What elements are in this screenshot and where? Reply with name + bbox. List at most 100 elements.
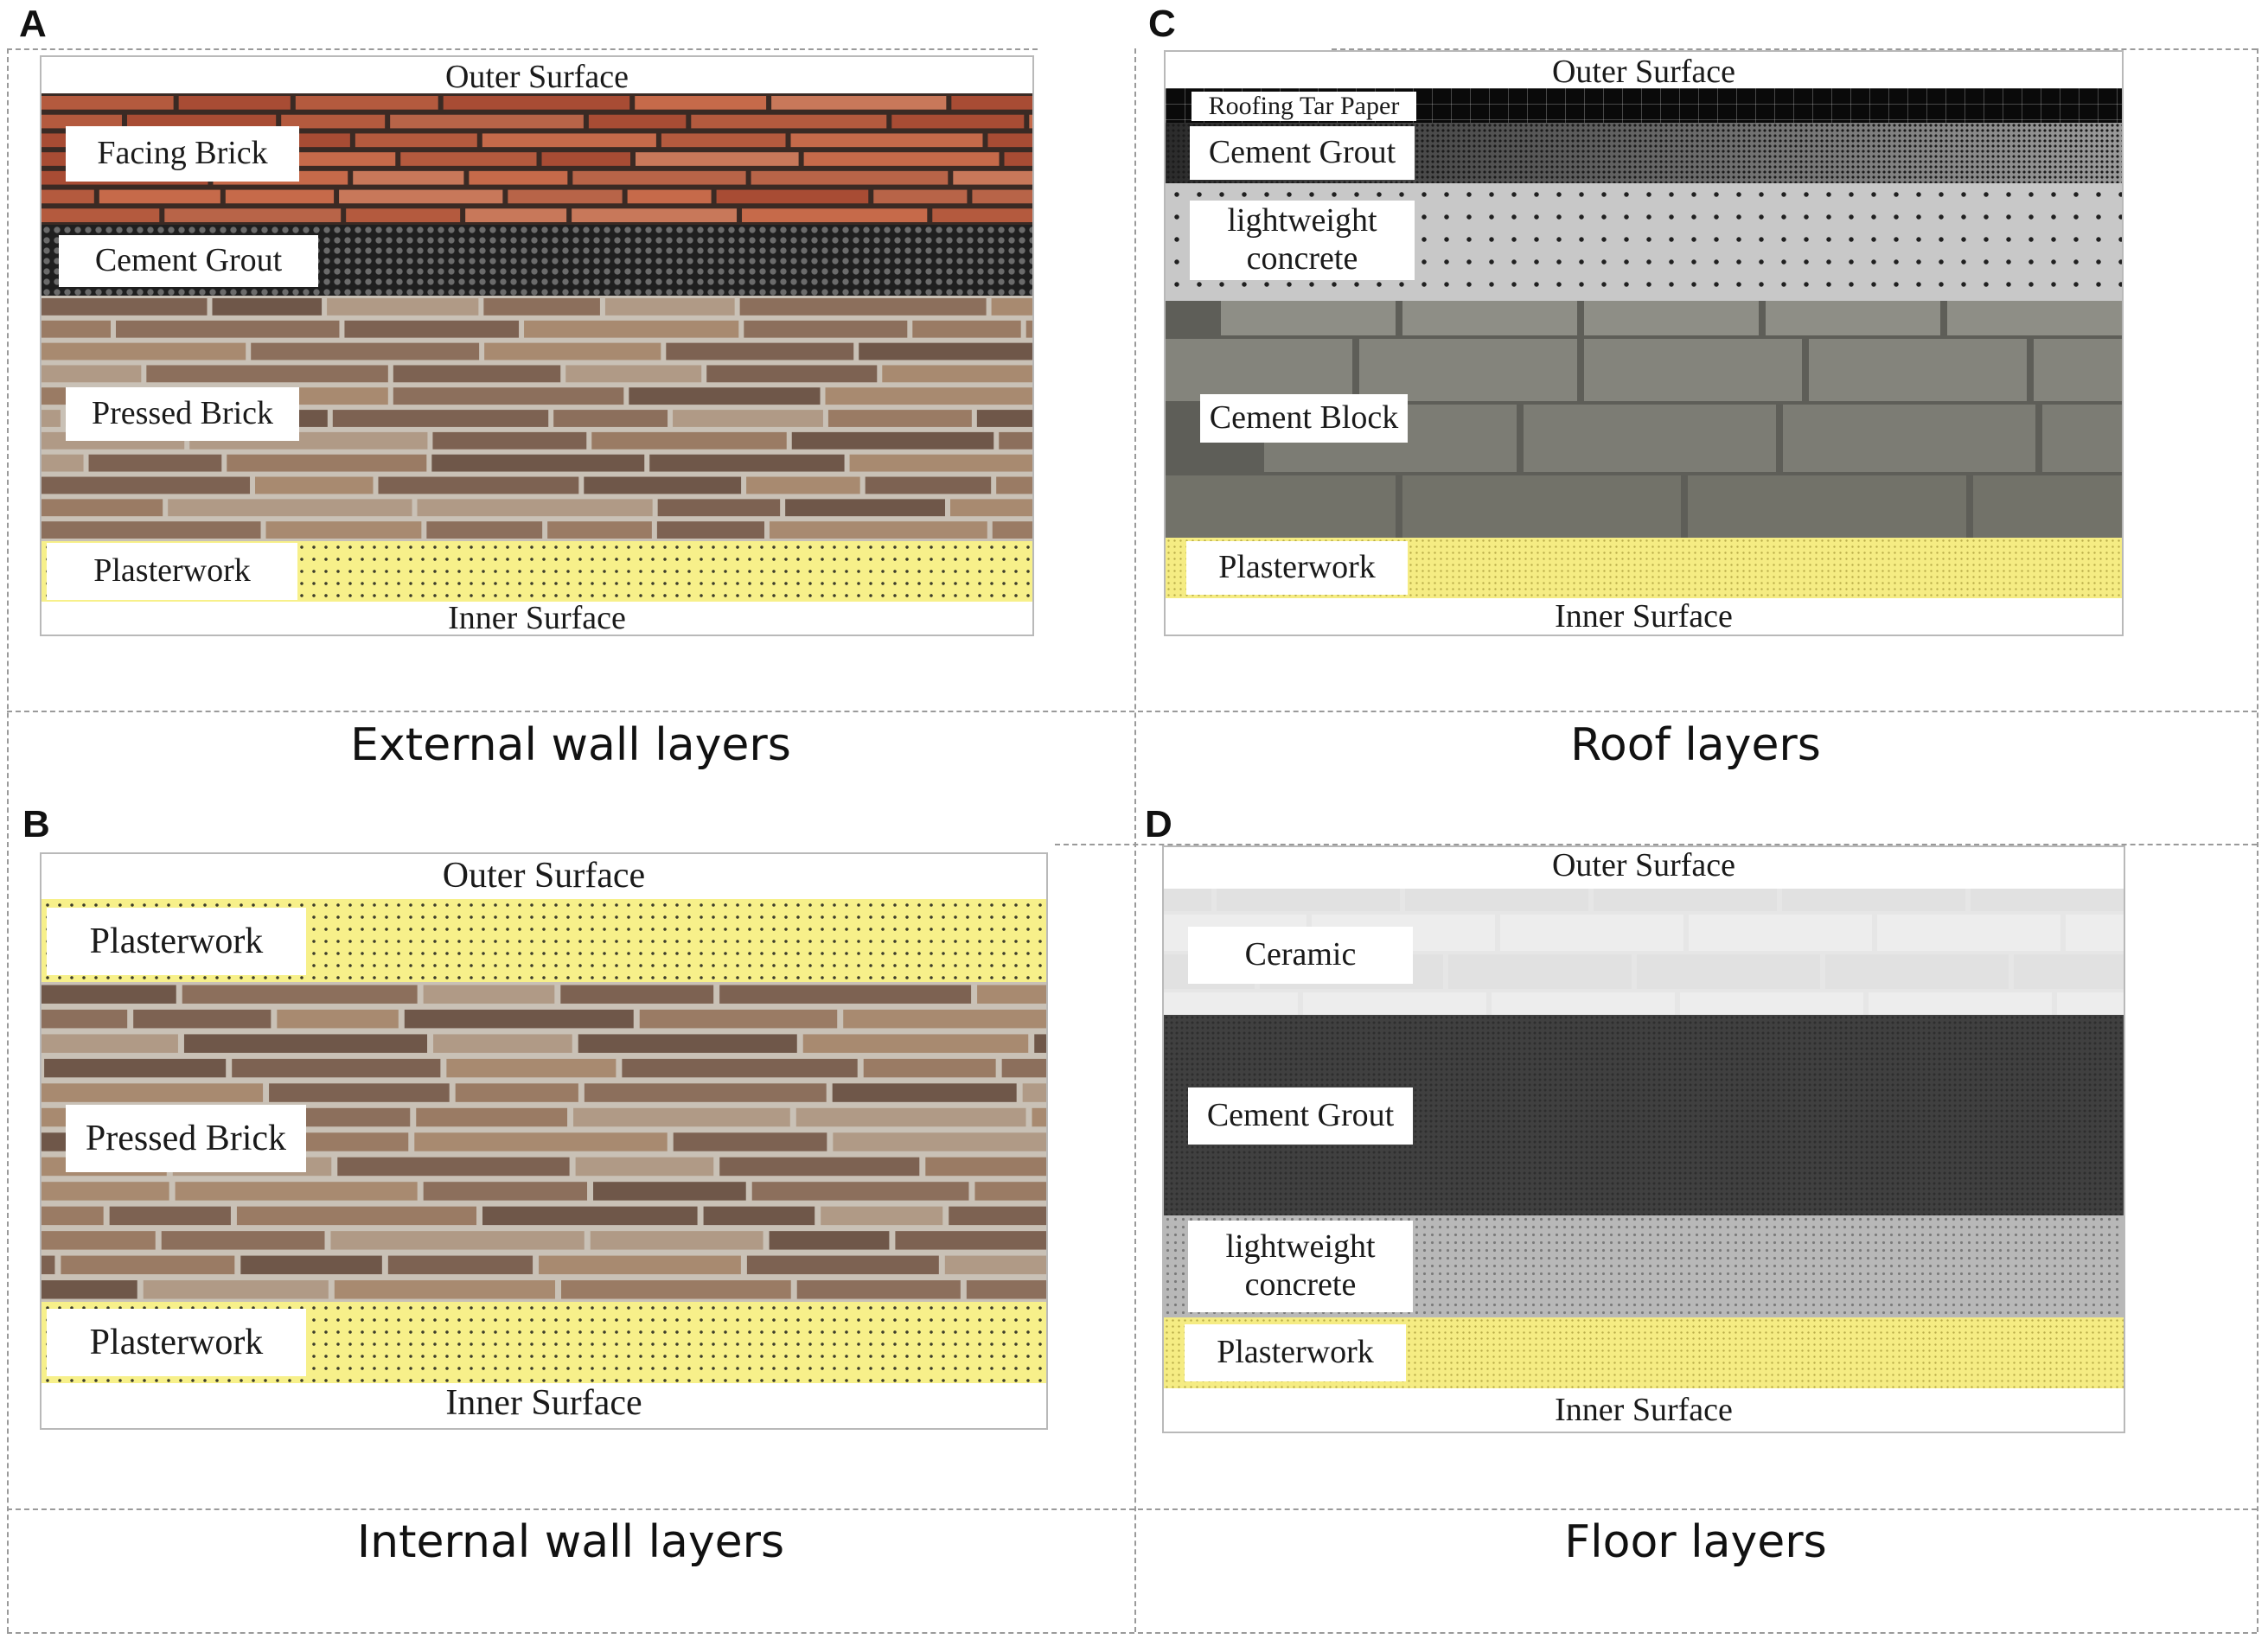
brick — [825, 387, 1032, 405]
brick — [143, 1280, 329, 1299]
grid-line-top — [7, 48, 1038, 50]
brick — [42, 985, 176, 1004]
brick — [330, 1231, 585, 1250]
brick — [661, 133, 786, 148]
brick — [146, 365, 388, 383]
brick — [42, 1009, 128, 1029]
brick — [591, 431, 787, 450]
grid-line-center — [1134, 48, 1136, 1632]
brick — [863, 1058, 996, 1078]
brick — [657, 499, 781, 517]
brick — [334, 1280, 556, 1299]
ceramic-tile — [1217, 889, 1400, 911]
brick — [164, 208, 342, 222]
brick — [443, 96, 630, 110]
brick — [604, 298, 735, 316]
cement-block-paver — [1584, 339, 1802, 401]
brick — [42, 1034, 178, 1053]
brick — [859, 342, 1032, 360]
brick — [88, 454, 222, 472]
brick — [584, 476, 742, 494]
brick — [42, 1255, 55, 1275]
brick — [414, 1132, 668, 1151]
brick — [168, 499, 412, 517]
grid-line-upper-caption — [7, 711, 2257, 712]
brick — [296, 152, 396, 166]
brick — [950, 499, 1032, 517]
panel-letter-d: D — [1145, 803, 1172, 845]
brick — [393, 387, 624, 405]
ceramic-tile — [1971, 889, 2124, 911]
pressed-brick-layer — [42, 296, 1032, 541]
brick — [706, 365, 878, 383]
inner-surface-label: Inner Surface — [445, 1383, 642, 1423]
brick — [912, 320, 1021, 338]
brick — [739, 298, 987, 316]
brick — [483, 298, 600, 316]
brick — [404, 1009, 634, 1029]
brick — [635, 152, 799, 166]
brick — [42, 342, 246, 360]
brick — [996, 476, 1032, 494]
brick — [771, 96, 947, 110]
brick — [42, 1206, 104, 1226]
brick — [465, 208, 567, 222]
inner-surface-label: Inner Surface — [1555, 1392, 1733, 1428]
cement-block-paver — [1402, 301, 1577, 335]
panel-c-diagram: Outer Surface Roofing Tar Paper Cement G… — [1164, 50, 2124, 636]
cement-block-paver — [2034, 339, 2122, 401]
brick — [161, 1231, 325, 1250]
brick — [791, 431, 994, 450]
brick — [1032, 1107, 1046, 1127]
grid-line-lower-caption — [7, 1508, 2257, 1510]
outer-surface-label: Outer Surface — [442, 856, 646, 896]
brick — [484, 342, 661, 360]
brick — [212, 298, 323, 316]
brick — [337, 1157, 570, 1177]
brick — [417, 499, 653, 517]
ceramic-tile — [1164, 889, 1211, 911]
pressed-brick-layer — [42, 982, 1046, 1302]
caption-roof: Roof layers — [1570, 719, 1821, 771]
brick — [508, 189, 623, 204]
brick — [44, 1058, 227, 1078]
brick — [225, 189, 335, 204]
cement-block-paver — [1766, 301, 1940, 335]
brick — [573, 1107, 790, 1127]
cement-block-paver — [1947, 301, 2122, 335]
layer-label-lightweight-concrete: lightweight concrete — [1190, 201, 1415, 280]
brick — [42, 114, 122, 129]
brick — [649, 454, 845, 472]
brick — [178, 96, 291, 110]
brick — [541, 152, 630, 166]
brick — [796, 1280, 961, 1299]
layer-label-cement-grout: Cement Grout — [59, 235, 318, 287]
brick — [972, 189, 1032, 204]
grid-line-top-right — [1332, 48, 2257, 50]
brick — [716, 189, 869, 204]
brick — [378, 476, 579, 494]
panel-letter-b: B — [22, 803, 50, 845]
brick — [572, 208, 738, 222]
brick — [746, 1255, 939, 1275]
brick — [1025, 320, 1032, 338]
brick — [431, 454, 645, 472]
brick — [785, 499, 946, 517]
brick — [1029, 114, 1032, 129]
brick — [627, 189, 712, 204]
brick — [575, 1157, 714, 1177]
brick — [593, 1182, 746, 1201]
grid-line-right — [2257, 48, 2258, 1632]
brick — [482, 1206, 698, 1226]
brick — [469, 170, 568, 185]
brick — [673, 410, 823, 427]
brick — [344, 320, 520, 338]
brick — [42, 365, 142, 383]
brick — [987, 133, 1032, 148]
brick — [1022, 1083, 1046, 1102]
brick — [423, 1182, 588, 1201]
brick — [991, 298, 1032, 316]
brick — [1034, 1034, 1046, 1053]
brick — [882, 365, 1032, 383]
ceramic-tile — [2066, 915, 2124, 951]
